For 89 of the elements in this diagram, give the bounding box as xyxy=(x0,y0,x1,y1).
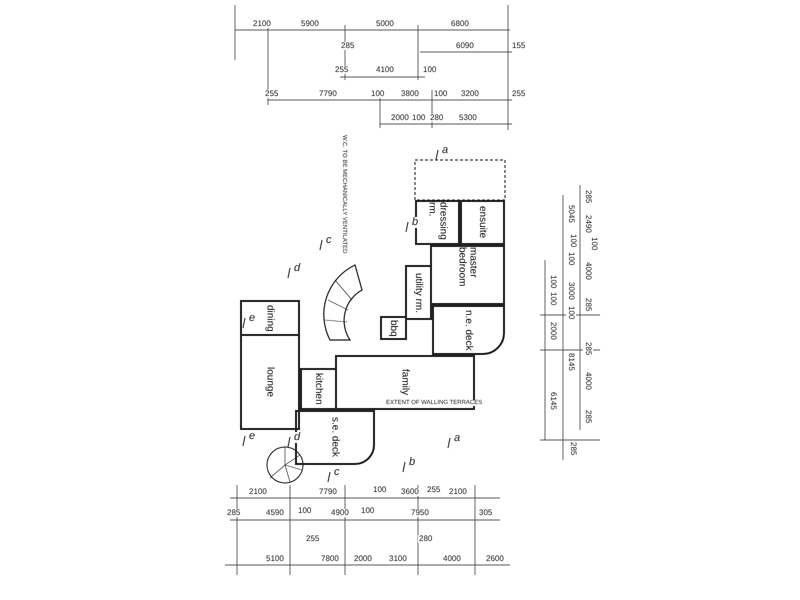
dimension-value: 285 xyxy=(583,342,593,356)
room-name: lounge xyxy=(264,366,276,398)
dimension-value: 2600 xyxy=(485,555,505,563)
dimension-value: 280 xyxy=(429,114,444,122)
dimension-value: 5045 xyxy=(566,205,576,223)
dimension-value: 100 xyxy=(566,306,576,320)
dimension-value: 255 xyxy=(334,66,350,74)
dimension-value: 255 xyxy=(511,90,526,98)
dimension-value: 155 xyxy=(511,42,526,50)
section-marker: d xyxy=(293,263,302,274)
dimension-value: 100 xyxy=(589,237,599,250)
dimension-value: 5900 xyxy=(300,20,320,28)
dimension-value: 100 xyxy=(566,252,576,266)
dimension-value: 100 xyxy=(360,507,376,515)
dimension-value: 285 xyxy=(583,190,593,204)
dimension-value: 3600 xyxy=(400,488,420,496)
room-name: n.e. deck xyxy=(463,310,474,350)
dimension-value: 2100 xyxy=(252,20,272,28)
section-marker: e xyxy=(248,313,256,324)
dimension-value: 255 xyxy=(426,486,442,494)
dimension-value: 2490 xyxy=(583,215,593,233)
dimension-value: 4000 xyxy=(583,372,593,390)
bbq-area xyxy=(380,316,407,340)
dimension-value: 7790 xyxy=(318,488,338,496)
room-name: master bedroom xyxy=(456,247,478,288)
dimension-value: 7950 xyxy=(410,509,430,517)
dimension-value: 6800 xyxy=(450,20,470,28)
section-marker: e xyxy=(248,431,256,442)
dimension-value: 5000 xyxy=(375,20,395,28)
dimension-value: 4100 xyxy=(375,66,395,74)
room-name: utility rm. xyxy=(413,272,424,312)
dimension-value: 285 xyxy=(226,509,242,517)
section-marker: d xyxy=(293,432,302,443)
dimension-value: 7790 xyxy=(318,90,338,98)
dimension-value: 100 xyxy=(548,275,558,288)
dimension-value: 100 xyxy=(548,292,558,306)
section-marker: c xyxy=(333,467,340,478)
dimension-value: 2000 xyxy=(390,114,410,122)
room-name: family xyxy=(400,369,410,396)
dimension-value: 285 xyxy=(568,442,578,456)
kitchen xyxy=(300,368,337,410)
utility-room xyxy=(405,265,432,320)
dimension-value: 285 xyxy=(583,298,593,312)
dimension-value: 255 xyxy=(264,90,280,98)
dimension-value: 7800 xyxy=(320,555,340,563)
dimension-value: 3800 xyxy=(400,90,420,98)
dimension-value: 285 xyxy=(583,410,593,424)
dimension-value: 3100 xyxy=(388,555,408,563)
dimension-value: 5300 xyxy=(458,114,478,122)
dimension-value: 4000 xyxy=(442,555,462,563)
dimension-value: 6090 xyxy=(455,42,475,50)
dimension-value: 100 xyxy=(422,66,438,74)
dimension-value: 100 xyxy=(433,90,448,98)
dimension-value: 100 xyxy=(411,114,426,122)
dimension-value: 2100 xyxy=(248,488,268,496)
dimension-value: 8145 xyxy=(566,353,576,371)
dimension-value: 6145 xyxy=(548,392,558,410)
deck xyxy=(432,305,505,355)
room-name: s.e. deck xyxy=(330,417,340,458)
dimension-value: 4590 xyxy=(265,509,285,517)
room-name: bbq xyxy=(388,320,399,336)
section-marker: a xyxy=(441,145,450,156)
dimension-value: 4000 xyxy=(583,262,593,280)
dimension-value: 5100 xyxy=(265,555,285,563)
ensuite xyxy=(460,200,505,245)
room-name: dressing rm. xyxy=(426,202,448,242)
dimension-value: 2000 xyxy=(353,555,373,563)
dimension-value: 280 xyxy=(418,535,434,543)
room-name: ensuite xyxy=(477,206,488,239)
section-marker: a xyxy=(453,433,462,444)
dimension-value: 305 xyxy=(478,509,494,517)
bedroom xyxy=(430,245,505,305)
dimension-value: 3200 xyxy=(460,90,480,98)
dimension-value: 100 xyxy=(372,486,388,494)
dimension-value: 3000 xyxy=(566,282,576,300)
dimension-value: 100 xyxy=(568,234,578,248)
section-marker: b xyxy=(408,457,416,468)
room-name: dining xyxy=(264,304,276,332)
dimension-value: 4900 xyxy=(330,509,350,517)
dimension-value: 285 xyxy=(340,42,356,50)
section-marker: b xyxy=(411,217,420,228)
dimension-value: 100 xyxy=(370,90,386,98)
dimension-value: 255 xyxy=(305,535,320,543)
dimension-value: 2000 xyxy=(548,322,558,340)
dimension-value: 2100 xyxy=(448,488,468,496)
lounge-room xyxy=(240,334,300,430)
dimension-value: 100 xyxy=(297,507,312,515)
section-marker: c xyxy=(325,235,332,246)
room-name: kitchen xyxy=(313,373,324,405)
